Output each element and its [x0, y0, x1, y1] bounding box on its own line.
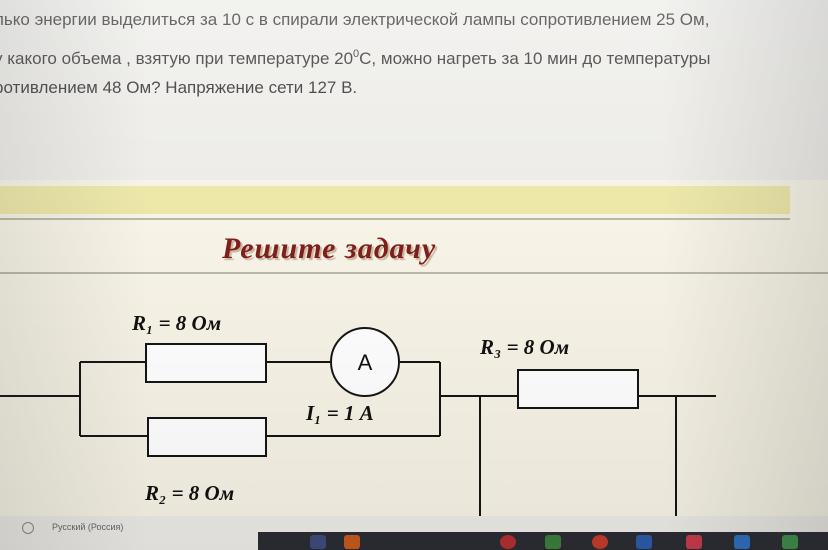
taskbar-app-icon[interactable]: [686, 535, 702, 549]
taskbar-app-icon[interactable]: [500, 535, 516, 549]
taskbar-app-icon[interactable]: [545, 535, 561, 549]
header-rule: [0, 218, 790, 220]
globe-icon: [22, 522, 34, 534]
circuit-diagram: A R₁ = 8 Ом R₃ = 8 Ом I₁ = 1 А R₂ = 8 Ом: [0, 311, 716, 516]
taskbar-app-icon[interactable]: [344, 535, 360, 549]
resistor-r2: [147, 417, 267, 457]
problem-statement: лько энергии выделиться за 10 с в спирал…: [0, 4, 828, 106]
slide-header-band: [0, 186, 790, 214]
r1-label: R₁ = 8 Ом: [131, 311, 221, 335]
monitor-bezel-strip: [258, 532, 828, 550]
problem-line-2: у какого объема , взятую при температуре…: [0, 38, 828, 72]
problem-line-2-end: С, можно нагреть за 10 мин до температур…: [359, 49, 711, 68]
taskbar-app-icon[interactable]: [734, 535, 750, 549]
problem-line-1: лько энергии выделиться за 10 с в спирал…: [0, 10, 710, 29]
circuit-wires: [0, 361, 716, 516]
ammeter-label: A: [358, 350, 373, 375]
slide-title: Решите задачу: [222, 232, 437, 265]
title-rule: [0, 272, 828, 274]
taskbar-app-icon[interactable]: [636, 535, 652, 549]
taskbar-app-icon[interactable]: [592, 535, 608, 549]
ammeter-icon: [330, 327, 400, 397]
r3-label: R₃ = 8 Ом: [479, 335, 569, 359]
resistor-r3: [517, 369, 639, 409]
language-indicator[interactable]: Русский (Россия): [52, 522, 124, 532]
taskbar-app-icon[interactable]: [782, 535, 798, 549]
problem-line-3: ротивлением 48 Ом? Напряжение сети 127 В…: [0, 78, 358, 97]
slide: Решите задачу A R₁: [0, 180, 828, 516]
current-label: I₁ = 1 А: [305, 401, 374, 425]
degree-superscript: 0: [353, 48, 360, 60]
problem-line-2-start: у какого объема , взятую при температуре…: [0, 49, 354, 68]
r2-label: R₂ = 8 Ом: [144, 481, 234, 505]
taskbar-app-icon[interactable]: [310, 535, 326, 549]
resistor-r1: [145, 343, 267, 383]
